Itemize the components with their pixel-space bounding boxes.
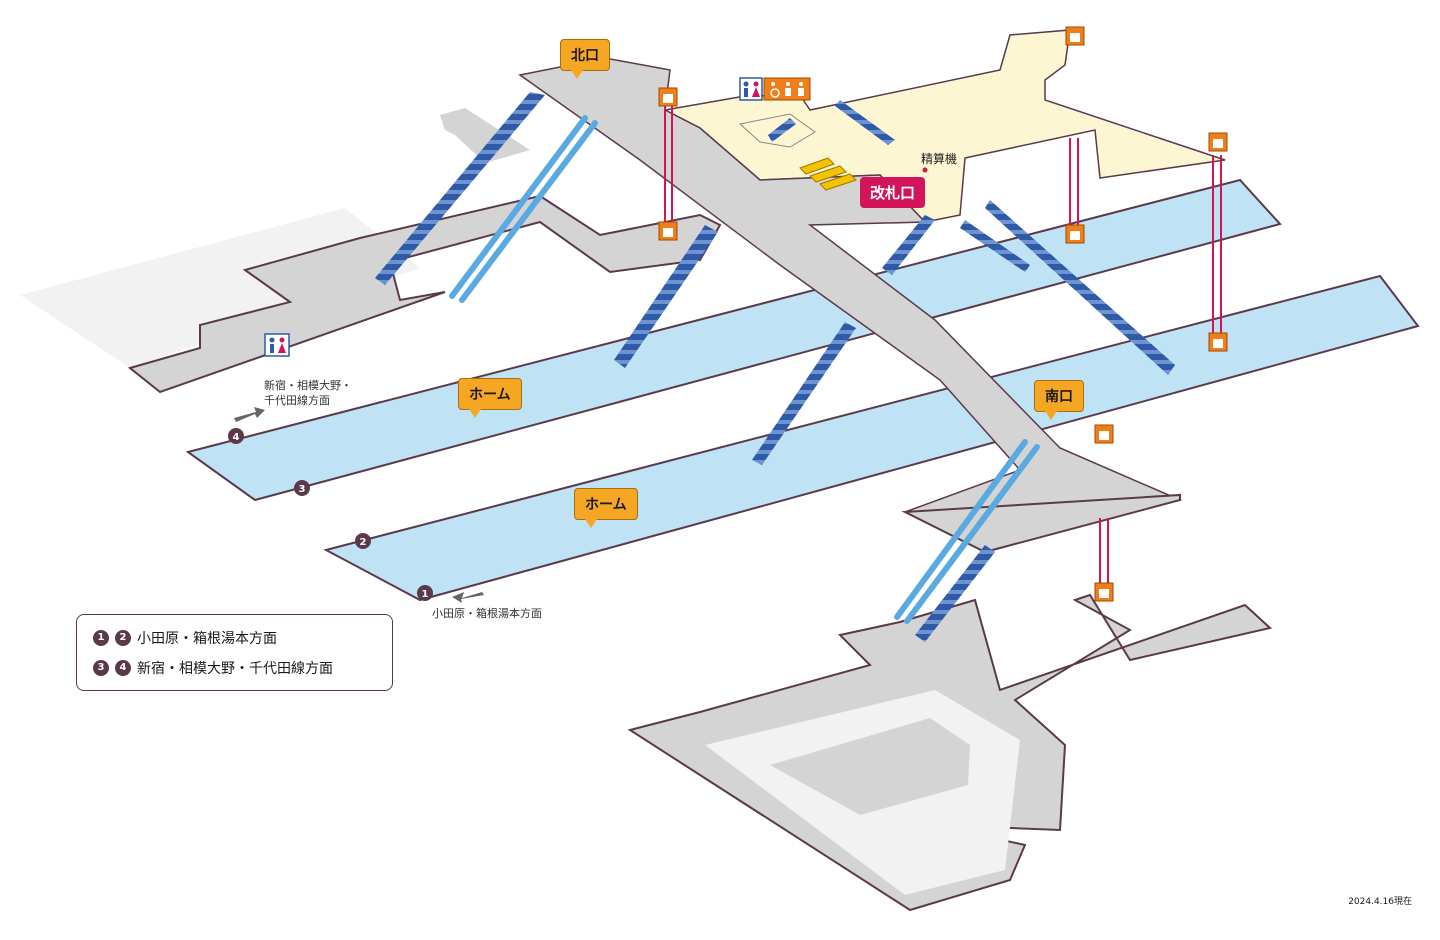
legend-row-shinjuku: 3 4 新宿・相模大野・千代田線方面 <box>93 658 333 678</box>
elevator-icon <box>1065 26 1085 46</box>
direction-arrow-icon <box>234 407 265 422</box>
direction-arrow-icon <box>452 592 484 603</box>
direction-shinjuku-label: 新宿・相模大野・ 千代田線方面 <box>264 378 352 408</box>
direction-odawara-label: 小田原・箱根湯本方面 <box>432 607 542 620</box>
elevator-icon <box>1208 332 1228 352</box>
legend-track-number: 1 <box>93 630 109 646</box>
legend: 1 2 小田原・箱根湯本方面 3 4 新宿・相模大野・千代田線方面 <box>76 614 393 691</box>
stairs-north-west <box>375 92 545 285</box>
track-number-4: 4 <box>233 432 240 443</box>
small-landing <box>440 108 530 163</box>
outer-area <box>20 208 420 368</box>
platform-upper-label: ホーム <box>458 378 522 418</box>
legend-track-number: 3 <box>93 660 109 676</box>
elevator-icons <box>658 26 1228 602</box>
elevator-icon <box>1065 224 1085 244</box>
track-number-1: 1 <box>422 589 429 600</box>
track-number-2: 2 <box>360 537 367 548</box>
elevator-icon <box>1208 132 1228 152</box>
elevator-icon <box>658 87 678 107</box>
elevator-icon <box>658 221 678 241</box>
restroom-icon <box>739 77 763 101</box>
legend-row-odawara: 1 2 小田原・箱根湯本方面 <box>93 628 277 648</box>
platform-lower-label: ホーム <box>574 488 638 528</box>
stairs-east-short <box>960 220 1030 272</box>
stairs-east-long <box>985 200 1175 375</box>
escalator-north-2 <box>459 120 598 303</box>
elevator-shafts <box>664 105 1222 585</box>
date-label: 2024.4.16現在 <box>1348 897 1412 907</box>
fare-machine-label: 精算機 <box>921 152 958 166</box>
escalator-north-1 <box>449 115 588 299</box>
stairs-south <box>915 545 995 642</box>
legend-track-number: 4 <box>115 660 131 676</box>
ticket-gate-label: 改札口 <box>860 177 926 208</box>
elevator-icon <box>1094 424 1114 444</box>
escalator-south-1 <box>894 439 1028 620</box>
south-block <box>770 718 970 815</box>
stairs <box>375 92 1175 642</box>
stairs-paid <box>835 100 895 145</box>
track-number-3: 3 <box>299 484 306 495</box>
restroom-icon <box>264 333 290 357</box>
north-exit-label: 北口 <box>560 39 610 79</box>
stairs-mid-upper <box>882 215 935 275</box>
stairs-west-lower <box>614 225 718 368</box>
accessible-restroom-icon <box>763 77 811 101</box>
fare-machine-dot <box>922 167 928 173</box>
legend-text-odawara: 小田原・箱根湯本方面 <box>137 631 277 647</box>
elevator-icon <box>1094 582 1114 602</box>
stairs-paid-inner <box>768 118 796 142</box>
south-exit-label: 南口 <box>1034 380 1084 420</box>
legend-text-shinjuku: 新宿・相模大野・千代田線方面 <box>137 661 333 677</box>
track-numbers: 4 3 2 1 <box>228 428 433 601</box>
escalators <box>449 115 1040 624</box>
legend-track-number: 2 <box>115 630 131 646</box>
stairs-mid-lower <box>752 322 856 465</box>
direction-shinjuku-line2: 千代田線方面 <box>264 394 330 407</box>
ticket-gates <box>799 157 857 191</box>
direction-shinjuku-line1: 新宿・相模大野・ <box>264 379 352 392</box>
escalator-south-2 <box>904 444 1040 624</box>
